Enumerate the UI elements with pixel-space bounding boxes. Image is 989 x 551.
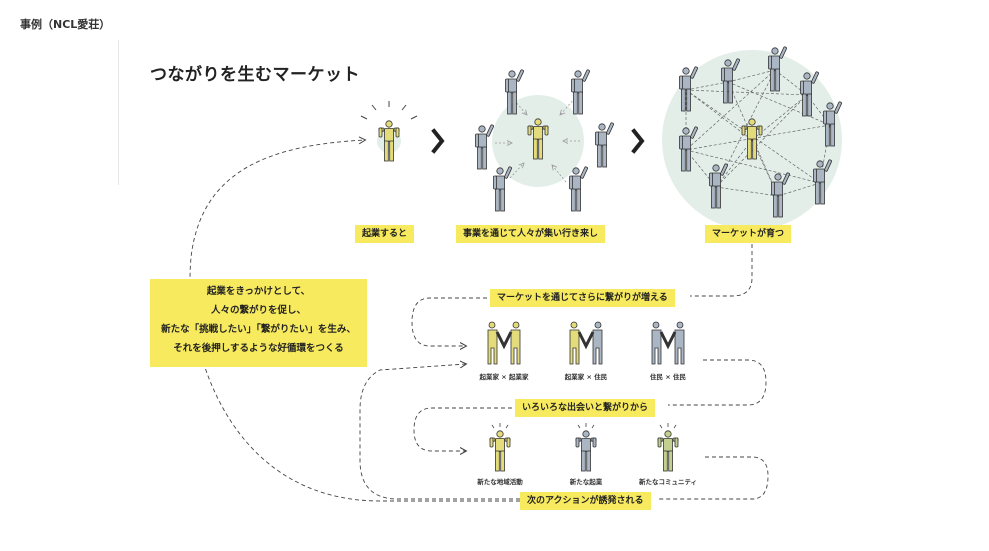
handshake-icon <box>651 321 685 365</box>
chevron-right-icon <box>631 128 645 154</box>
person-icon <box>569 165 589 212</box>
outcome-caption: 新たな起業 <box>569 478 603 486</box>
summary-line: 起業をきっかけとして、 <box>206 286 311 297</box>
stage-1-label: 起業すると <box>355 225 415 243</box>
flow-label-encounters: いろいろな出会いと繋がりから <box>515 399 656 417</box>
outcome-caption: 新たな地域活動 <box>477 478 523 486</box>
flow-label-more-connections: マーケットを通じてさらに繋がりが増える <box>490 289 675 307</box>
divider <box>118 40 119 185</box>
connector-back-short <box>359 364 520 500</box>
page-label: 事例（NCL愛荘） <box>20 18 111 31</box>
person-icon <box>493 165 513 212</box>
connector-row2-right <box>658 456 769 500</box>
pair-resident-resident <box>651 321 685 365</box>
pair-entrepreneur-entrepreneur <box>487 321 521 365</box>
summary-line: 新たな「挑戦したい」「繋がりたい」を生み、 <box>161 324 356 335</box>
pair-caption: 住民 × 住民 <box>650 373 686 381</box>
flow-loop <box>189 140 769 502</box>
stage-1-figure <box>360 101 418 162</box>
sparkle-lines <box>360 101 418 120</box>
handshake-icon <box>487 321 521 365</box>
connector-row2 <box>413 407 512 451</box>
pair-caption: 起業家 × 起業家 <box>479 373 529 381</box>
summary-line: それを後押しするような好循環をつくる <box>173 343 344 354</box>
person-icon <box>575 430 597 472</box>
connector-back-arc <box>189 140 520 502</box>
connector-market-down <box>690 244 753 297</box>
outcome-new-community <box>657 423 679 472</box>
handshake-icon <box>569 321 603 365</box>
stage-2-label: 事業を通じて人々が集い行き来し <box>456 225 606 243</box>
outcome-regional-activity <box>489 423 511 472</box>
stage-2-figure <box>475 68 615 212</box>
stage-3-figure <box>662 45 843 230</box>
person-icon <box>657 430 679 472</box>
outcome-new-business <box>575 423 597 472</box>
summary-box: 起業をきっかけとして、 人々の繋がりを促し、 新たな「挑戦したい」「繋がりたい」… <box>150 279 367 367</box>
flow-label-next-action: 次のアクションが誘発される <box>520 492 651 510</box>
connector-row1-right <box>668 359 767 406</box>
person-icon <box>595 121 615 168</box>
connector-row1 <box>411 297 487 346</box>
page-title: つながりを生むマーケット <box>150 65 360 85</box>
person-icon <box>475 123 495 170</box>
stage-3-label: マーケットが育つ <box>705 225 792 243</box>
pair-entrepreneur-resident <box>569 321 603 365</box>
outcome-caption: 新たなコミュニティ <box>638 478 698 486</box>
summary-line: 人々の繋がりを促し、 <box>210 305 306 316</box>
person-icon <box>489 430 511 472</box>
chevron-right-icon <box>431 128 445 154</box>
person-icon <box>571 68 591 115</box>
pair-caption: 起業家 × 住民 <box>564 373 608 381</box>
